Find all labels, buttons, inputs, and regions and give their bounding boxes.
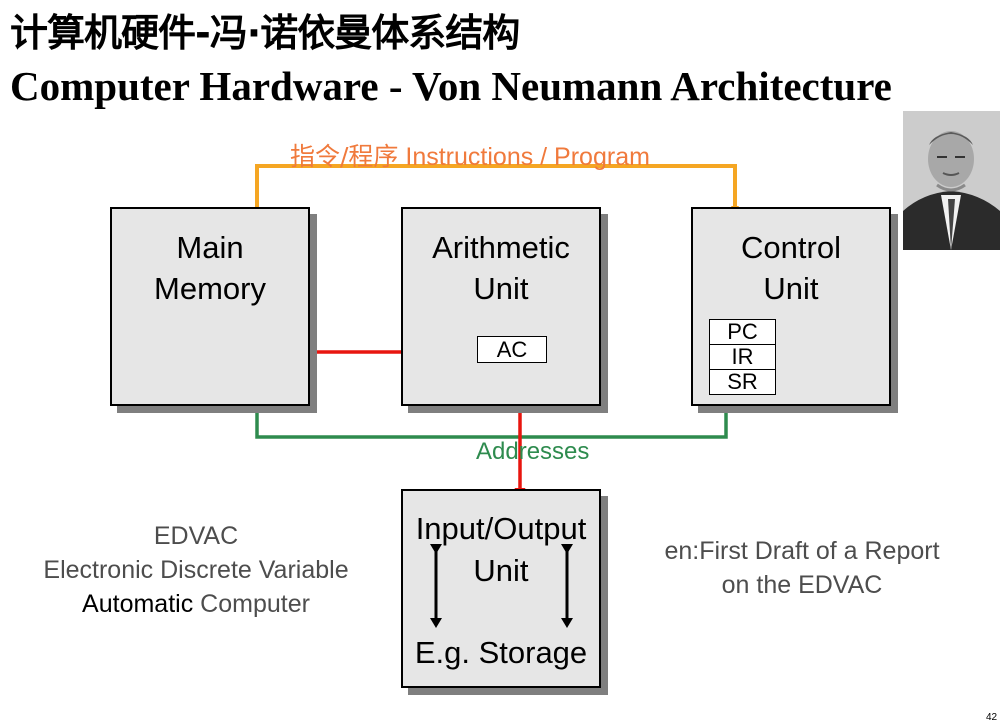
instructions-arrow <box>255 164 739 214</box>
ir-register: IR <box>709 344 776 370</box>
edvac-computer: Computer <box>200 590 310 618</box>
io-unit-label-3: E.g. Storage <box>414 635 588 670</box>
main-memory-box: Main Memory <box>110 207 310 406</box>
arithmetic-unit-label-1: Arithmetic <box>432 230 570 265</box>
addresses-arrow <box>252 395 728 439</box>
pc-register: PC <box>709 319 776 345</box>
main-memory-label-2: Memory <box>154 271 266 306</box>
main-memory-label-1: Main <box>176 230 244 265</box>
addresses-label: Addresses <box>476 438 590 465</box>
io-unit-label-2: Unit <box>473 553 529 588</box>
page-number: 42 <box>986 712 998 723</box>
edvac-line2: Electronic Discrete Variable <box>43 556 349 584</box>
title-english: Computer Hardware - Von Neumann Architec… <box>10 63 892 109</box>
title-chinese: 计算机硬件-冯·诺依曼体系结构 <box>10 11 520 55</box>
report-line2: on the EDVAC <box>721 571 883 599</box>
edvac-line3: Automatic Computer <box>0 590 392 619</box>
io-bidirectional-arrows <box>430 544 573 628</box>
edvac-automatic: Automatic <box>82 590 194 618</box>
arithmetic-unit-label-2: Unit <box>473 271 529 306</box>
report-line1: en:First Draft of a Report <box>664 537 940 565</box>
edvac-line1: EDVAC <box>153 522 239 550</box>
control-unit-label-2: Unit <box>763 271 819 306</box>
arithmetic-unit-box: Arithmetic Unit <box>401 207 601 406</box>
von-neumann-portrait <box>903 111 1000 250</box>
instructions-label: 指令/程序 Instructions / Program <box>290 137 650 173</box>
accumulator-register: AC <box>477 336 547 363</box>
control-unit-label-1: Control <box>741 230 841 265</box>
instructions-label-en: Instructions / Program <box>405 143 650 171</box>
io-unit-box: Input/Output Unit E.g. Storage <box>401 489 601 688</box>
sr-register: SR <box>709 369 776 395</box>
instructions-label-cn: 指令/程序 <box>290 142 399 171</box>
io-unit-label-1: Input/Output <box>415 511 587 546</box>
